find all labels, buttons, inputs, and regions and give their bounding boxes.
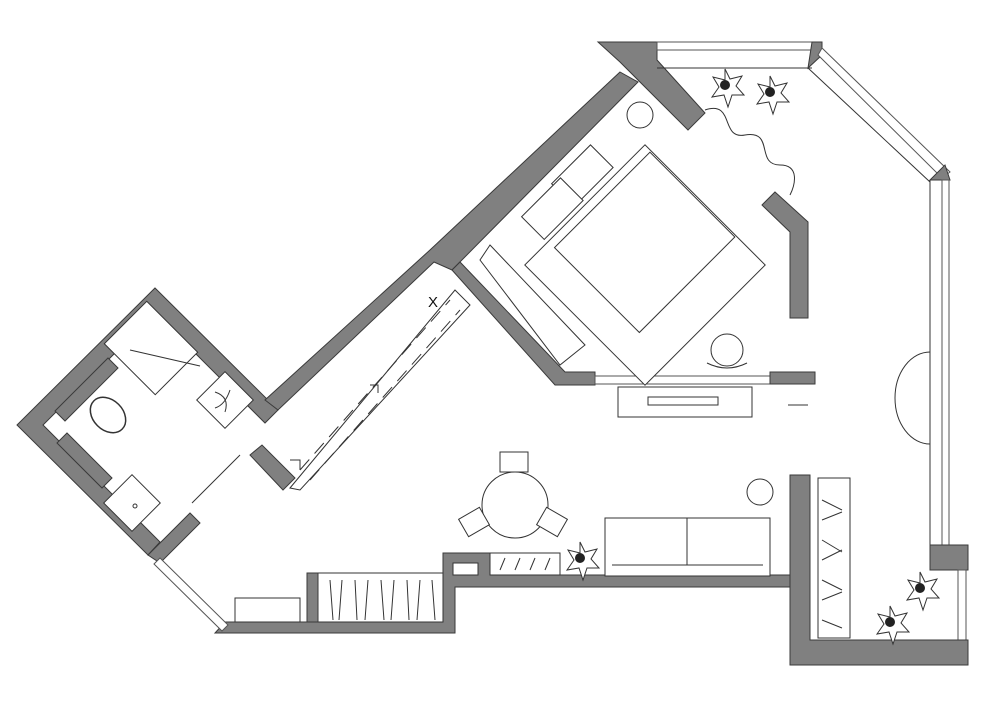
dining-chair[interactable] [457,506,491,538]
bench [234,597,301,623]
wardrobe-hangers [329,579,436,621]
balcony-wall [789,474,969,666]
tv [647,396,719,406]
bathroom-inner-wall [56,432,113,489]
pillow [520,177,584,241]
cable-curtain [704,107,795,196]
plant-icon [565,541,601,582]
wall-niche [452,562,479,576]
diagonal-window [817,47,951,179]
shower-line [129,349,201,367]
desk-chair-back [706,362,748,369]
bedroom-window [594,375,771,385]
dining-table [481,471,549,539]
wardrobe [317,572,444,623]
plants [565,68,941,646]
dining-chair[interactable] [535,506,569,538]
bedroom-window-wall [769,371,816,385]
bathroom-door[interactable] [191,454,241,504]
window-sill [807,67,931,183]
balcony-window [957,569,967,641]
plant-icon [710,68,746,109]
plant-icon [755,75,791,116]
plant-icon [905,571,941,612]
bedroom-sw-wall [451,261,596,386]
closet-handle [290,384,379,470]
corridor-upper-wall [264,71,639,411]
bedroom-dresser [479,244,586,366]
bathroom [16,287,279,564]
door-swing[interactable] [894,351,931,445]
plant-icon [875,605,911,646]
side-table [746,478,774,506]
sideboard-items [499,557,551,571]
corridor-wardrobe: X [289,289,471,491]
sink-tap [132,503,138,509]
desk-chair[interactable] [710,333,744,367]
bed [553,151,736,334]
sink [103,474,161,532]
wardrobe-side-wall [306,572,319,623]
closet-doors [309,309,461,481]
toilet [89,396,127,434]
bathroom-door-wall [147,512,201,564]
hangers [821,499,843,629]
right-window [941,179,950,546]
sideboard [489,552,561,576]
partition-wall [761,191,809,319]
shower-drain [214,389,231,413]
balcony-wardrobe [817,477,851,639]
top-window [656,41,813,51]
corridor-mark: X [428,294,438,311]
dining-chair[interactable] [499,451,529,473]
bathtub [103,300,199,396]
living-diagonal-window [153,557,229,632]
corridor-lower-wall [249,444,296,491]
nightstand-lamp [626,101,654,129]
corner-wall [928,164,951,181]
bathroom-inner-wall [54,357,119,422]
right-lower-wall [929,544,969,571]
bathroom-outer-wall [16,287,279,556]
corridor-closet [289,289,471,491]
